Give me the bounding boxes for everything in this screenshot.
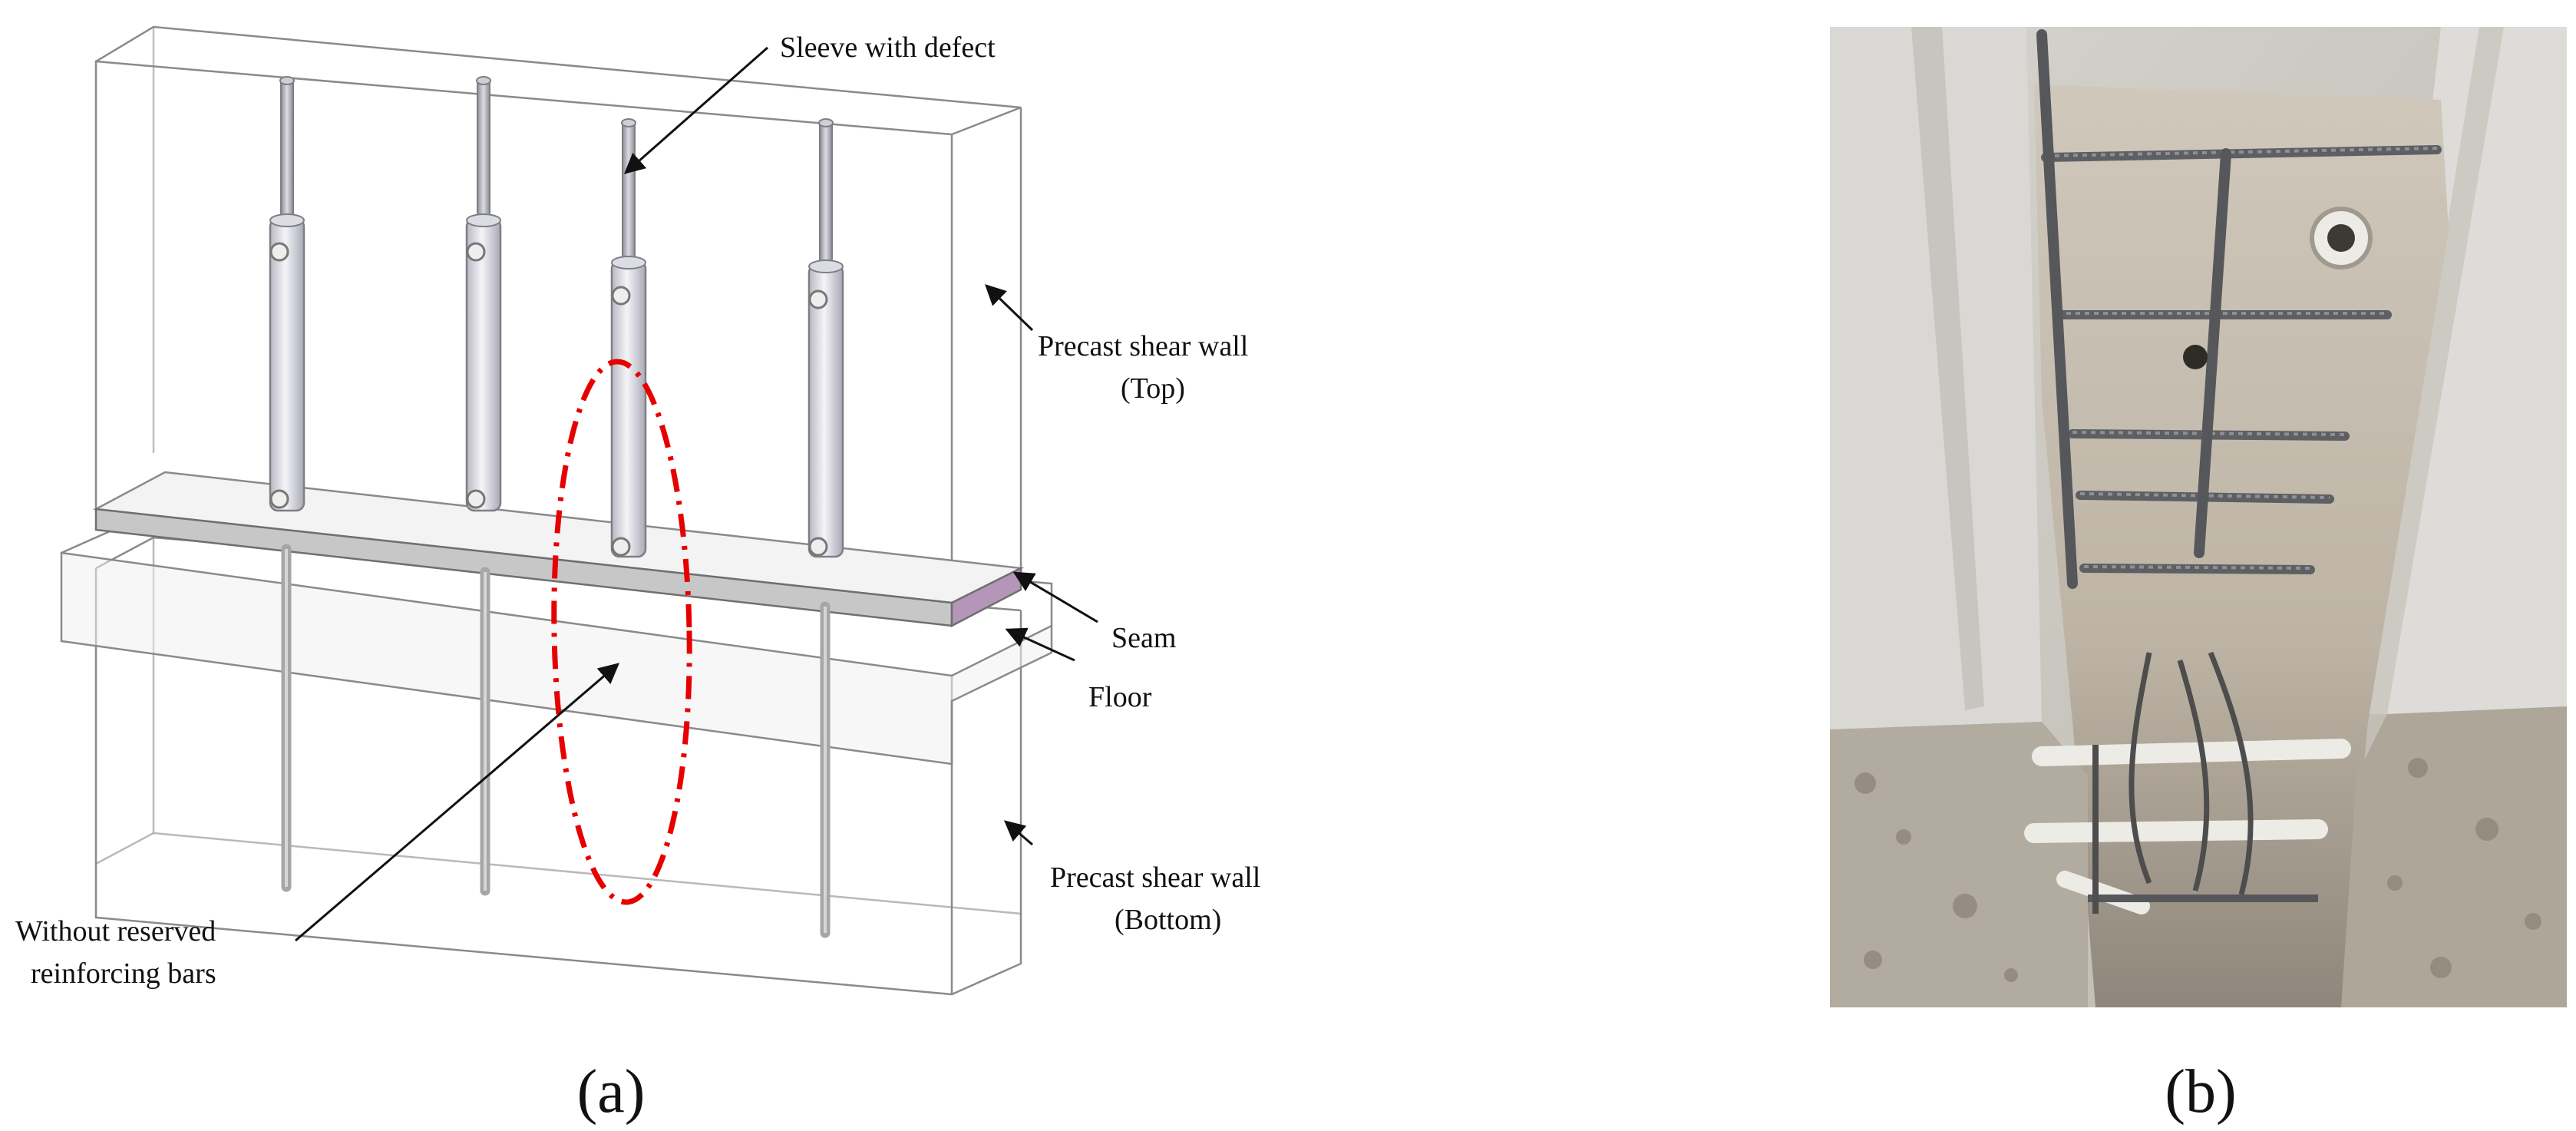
conduits <box>2024 651 2351 914</box>
defect-highlight-ellipse <box>551 359 692 905</box>
sleeve-1 <box>269 76 305 512</box>
sleeve-hole <box>2310 207 2373 270</box>
sleeve-4 <box>807 118 844 558</box>
schematic-diagram: Sleeve with defect Precast shear wall (T… <box>15 25 1260 996</box>
label-precast-top-1: Precast shear wall <box>1038 330 1248 362</box>
arrow-without-reserved <box>295 663 620 942</box>
arrow-precast-top <box>985 284 1034 332</box>
sleeve-3-defect <box>610 118 647 558</box>
sleeve-2 <box>465 76 502 512</box>
label-precast-top-2: (Top) <box>1121 372 1185 405</box>
vertical-rebars <box>2036 29 2231 589</box>
seam-layer <box>92 471 1025 628</box>
label-floor: Floor <box>1088 681 1152 713</box>
site-photo <box>1830 27 2567 1007</box>
caption-b: (b) <box>2165 1058 2236 1126</box>
arrow-sleeve-defect <box>623 46 768 174</box>
caption-a: (a) <box>577 1058 646 1126</box>
label-sleeve-with-defect: Sleeve with defect <box>780 31 996 64</box>
arrow-precast-bottom <box>1003 820 1033 846</box>
label-without-reserved-2: reinforcing bars <box>31 957 216 990</box>
grouted-sleeves <box>269 76 844 558</box>
rubble <box>1830 722 2088 1007</box>
arrow-seam <box>1012 571 1098 623</box>
precast-shear-wall-top <box>94 25 1022 603</box>
label-without-reserved-1: Without reserved <box>15 915 216 947</box>
label-seam: Seam <box>1111 622 1176 654</box>
bottom-rebars <box>281 544 831 938</box>
arrow-floor <box>1005 627 1075 662</box>
label-precast-bottom-1: Precast shear wall <box>1050 861 1260 894</box>
label-precast-bottom-2: (Bottom) <box>1115 904 1221 936</box>
